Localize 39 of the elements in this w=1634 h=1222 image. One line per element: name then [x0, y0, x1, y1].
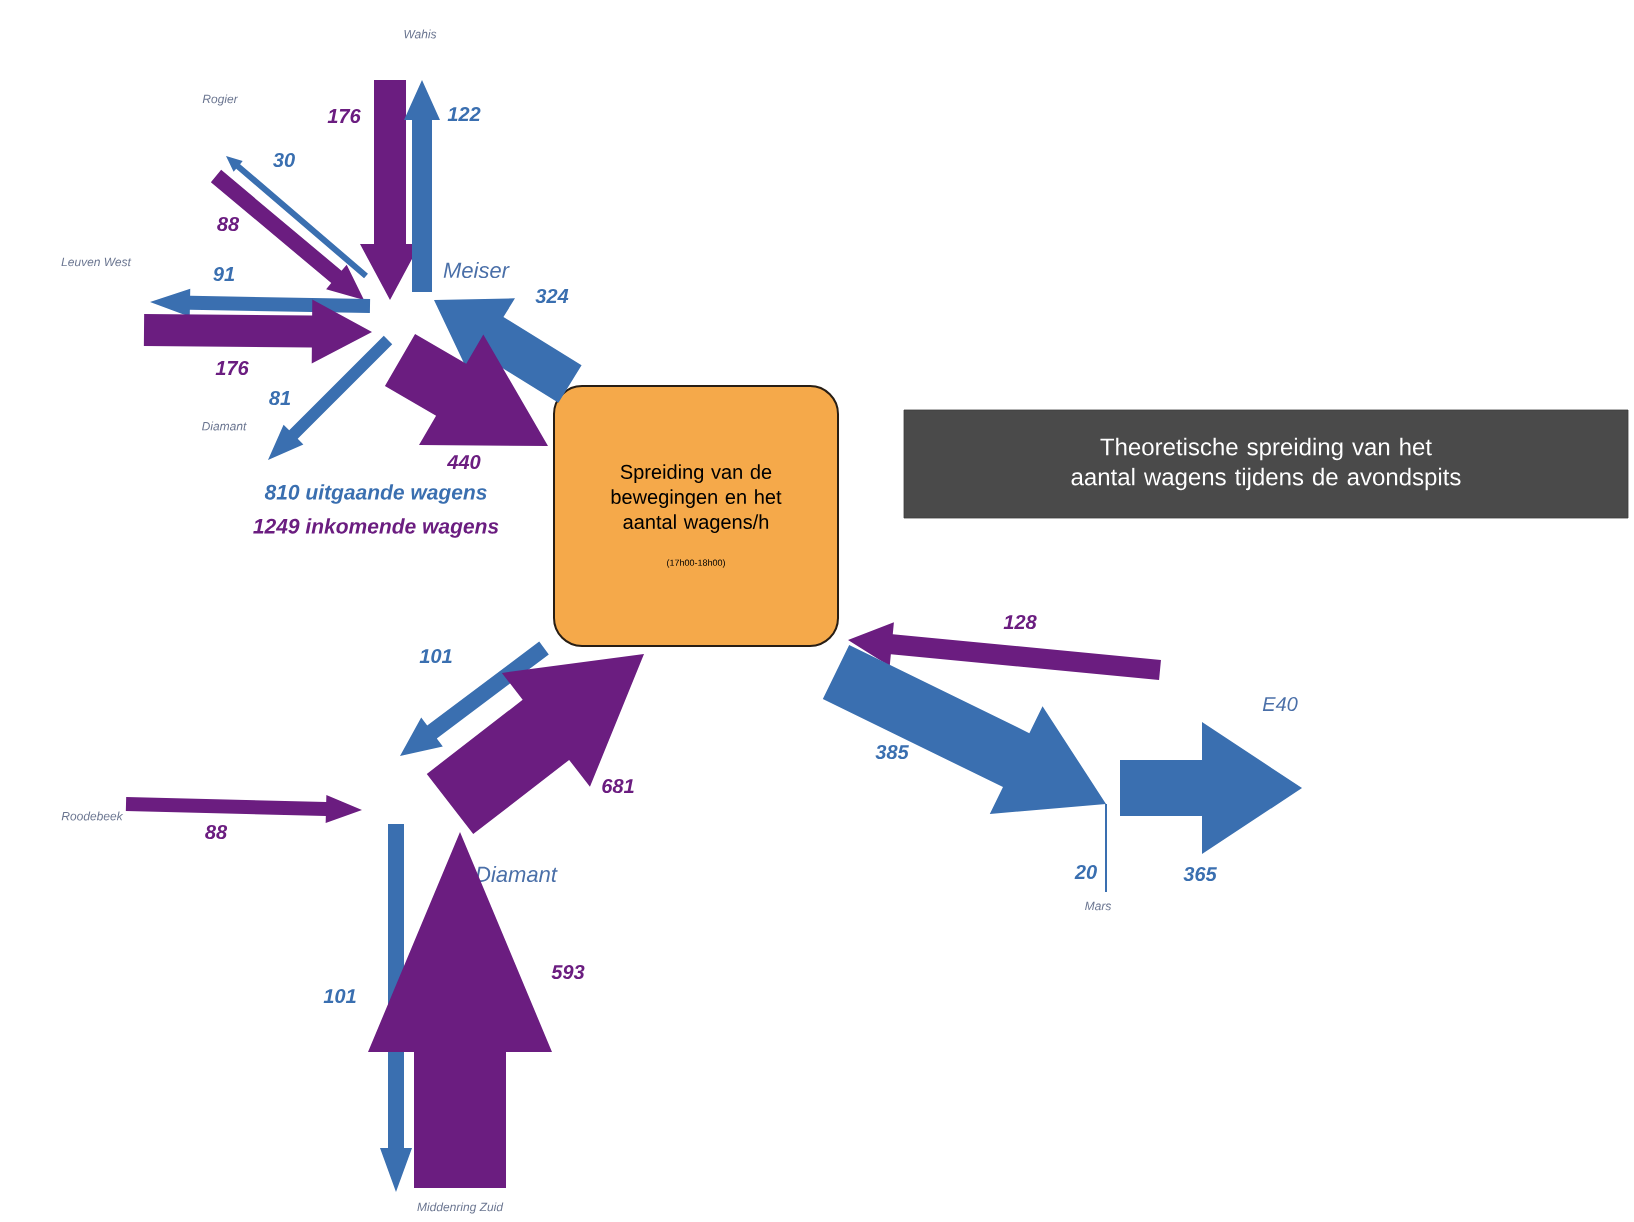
- flow-arrow: [822, 645, 1106, 814]
- flow-count: 681: [602, 778, 634, 794]
- total-note: 810 uitgaande wagens: [264, 484, 487, 504]
- junction-name: Meiser: [443, 261, 510, 279]
- flow-arrow: [143, 299, 372, 364]
- flow-arrow: [150, 288, 371, 317]
- flow-count: 176: [215, 360, 249, 376]
- flow-count: 365: [1183, 866, 1217, 882]
- title-banner: Theoretische spreiding van het aantal wagens tijdens de avondspits: [903, 409, 1629, 519]
- flow-arrow: [404, 80, 440, 292]
- flow-count: 88: [217, 216, 240, 232]
- flow-count: 324: [535, 288, 569, 304]
- flow-arrow: [400, 641, 549, 756]
- flow-count: 128: [1003, 614, 1037, 630]
- flow-count: 176: [327, 108, 361, 124]
- total-note: 1249 inkomende wagens: [253, 518, 499, 538]
- junction-name: E40: [1262, 696, 1298, 712]
- flow-arrow: [210, 169, 364, 300]
- flow-count: 101: [323, 988, 356, 1004]
- flow-arrow: [848, 622, 1161, 680]
- flow-count: 91: [213, 266, 235, 282]
- flow-count: 122: [447, 107, 481, 121]
- flow-count: 101: [419, 648, 452, 664]
- flow-arrow: [368, 832, 552, 1188]
- flow-arrow: [226, 156, 368, 279]
- flow-count: 81: [269, 390, 291, 406]
- flow-count: 30: [273, 152, 295, 168]
- flow-count: 20: [1074, 864, 1097, 880]
- flow-count: 440: [447, 454, 481, 470]
- flow-arrow: [125, 795, 362, 824]
- flow-arrow: [384, 334, 548, 446]
- flow-arrow: [268, 335, 393, 460]
- flow-arrow: [426, 654, 644, 835]
- flow-count: 593: [551, 964, 585, 980]
- junction-name: Diamant: [475, 865, 558, 883]
- flow-count: 385: [875, 744, 909, 760]
- flow-arrow: [434, 298, 582, 403]
- flow-count: 88: [205, 824, 228, 840]
- flow-arrow: [1120, 722, 1302, 854]
